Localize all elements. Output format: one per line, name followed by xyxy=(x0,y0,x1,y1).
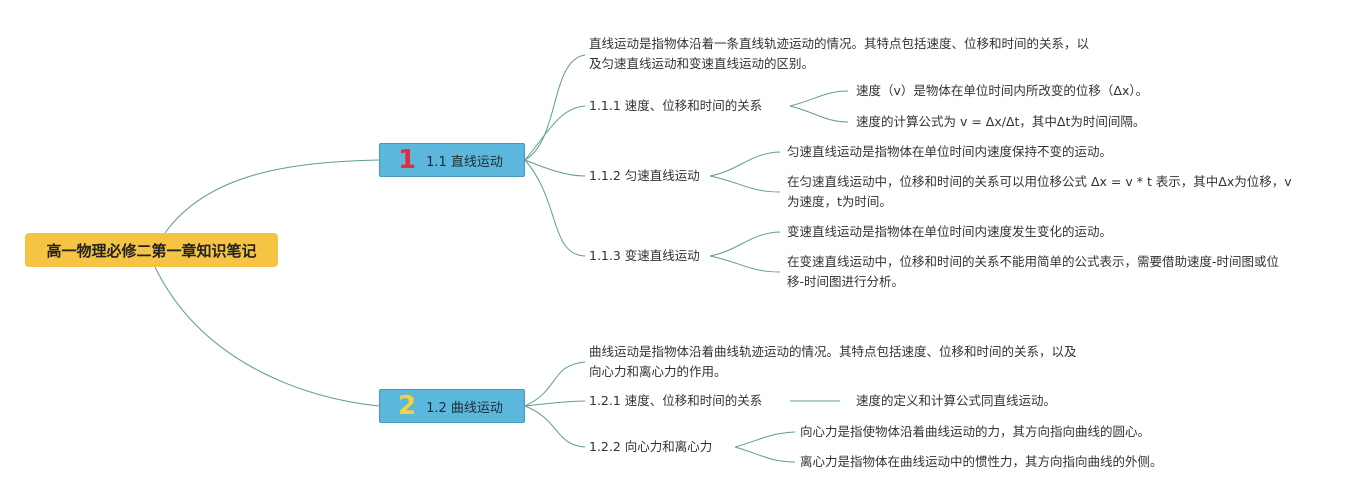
link-sub-1-1-note-2 xyxy=(789,105,849,123)
link-sub-1-1-note-1 xyxy=(789,90,849,107)
root-topic[interactable]: 高一物理必修二第一章知识笔记 xyxy=(25,233,278,267)
link-sub-2-2-note-2 xyxy=(734,446,796,463)
subtopic-1-2-2[interactable]: 1.2.2 向心力和离心力 xyxy=(589,439,713,454)
topic-1-2-label: 1.2 曲线运动 xyxy=(426,400,503,416)
link-topic-2-sub-2 xyxy=(524,405,586,448)
link-topic-1-sub-1 xyxy=(524,105,586,161)
link-sub-1-3-note-2 xyxy=(709,255,781,273)
topic-1-1-description[interactable]: 直线运动是指物体沿着一条直线轨迹运动的情况。其特点包括速度、位移和时间的关系，以… xyxy=(589,36,1090,71)
link-topic-1-sub-3 xyxy=(524,159,586,257)
link-sub-1-3-note-1 xyxy=(709,231,781,257)
root-topic-label: 高一物理必修二第一章知识笔记 xyxy=(46,241,257,260)
number-badge-2: 2 xyxy=(398,391,417,421)
note-1-1-2-a[interactable]: 匀速直线运动是指物体在单位时间内速度保持不变的运动。 xyxy=(787,144,1113,159)
subtopic-1-1-1[interactable]: 1.1.1 速度、位移和时间的关系 xyxy=(589,98,763,113)
subtopic-1-2-1[interactable]: 1.2.1 速度、位移和时间的关系 xyxy=(589,393,763,408)
note-1-2-2-b[interactable]: 离心力是指物体在曲线运动中的惯性力，其方向指向曲线的外侧。 xyxy=(800,454,1163,469)
topic-1-1-label: 1.1 直线运动 xyxy=(426,154,503,170)
subtopic-1-1-2[interactable]: 1.1.2 匀速直线运动 xyxy=(589,168,700,183)
link-topic-1-desc xyxy=(524,54,586,161)
link-topic-2-sub-1 xyxy=(524,400,586,407)
link-root-topic-2 xyxy=(154,266,380,407)
note-1-1-1-b[interactable]: 速度的计算公式为 v = Δx/Δt，其中Δt为时间间隔。 xyxy=(856,114,1146,129)
topic-1-1[interactable]: 1 1.1 直线运动 xyxy=(379,143,525,177)
number-badge-1: 1 xyxy=(398,145,417,175)
note-1-1-2-b[interactable]: 在匀速直线运动中，位移和时间的关系可以用位移公式 Δx = v * t 表示，其… xyxy=(787,174,1292,209)
note-1-2-1-a[interactable]: 速度的定义和计算公式同直线运动。 xyxy=(856,393,1057,408)
link-topic-2-desc xyxy=(524,361,586,407)
link-sub-2-2-note-1 xyxy=(734,431,796,448)
link-sub-1-2-note-2 xyxy=(709,175,781,193)
note-1-2-2-a[interactable]: 向心力是指使物体沿着曲线运动的力，其方向指向曲线的圆心。 xyxy=(800,424,1151,439)
topic-1-2[interactable]: 2 1.2 曲线运动 xyxy=(379,389,525,423)
note-1-1-3-b[interactable]: 在变速直线运动中，位移和时间的关系不能用简单的公式表示，需要借助速度-时间图或位… xyxy=(787,254,1280,289)
note-1-1-3-a[interactable]: 变速直线运动是指物体在单位时间内速度发生变化的运动。 xyxy=(787,224,1113,239)
link-root-topic-1 xyxy=(164,159,380,234)
link-sub-1-2-note-1 xyxy=(709,151,781,177)
subtopic-1-1-3[interactable]: 1.1.3 变速直线运动 xyxy=(589,248,700,263)
link-topic-1-sub-2 xyxy=(524,159,586,177)
topic-1-2-description[interactable]: 曲线运动是指物体沿着曲线轨迹运动的情况。其特点包括速度、位移和时间的关系，以及向… xyxy=(589,344,1077,379)
note-1-1-1-a[interactable]: 速度（v）是物体在单位时间内所改变的位移（Δx）。 xyxy=(856,83,1149,98)
